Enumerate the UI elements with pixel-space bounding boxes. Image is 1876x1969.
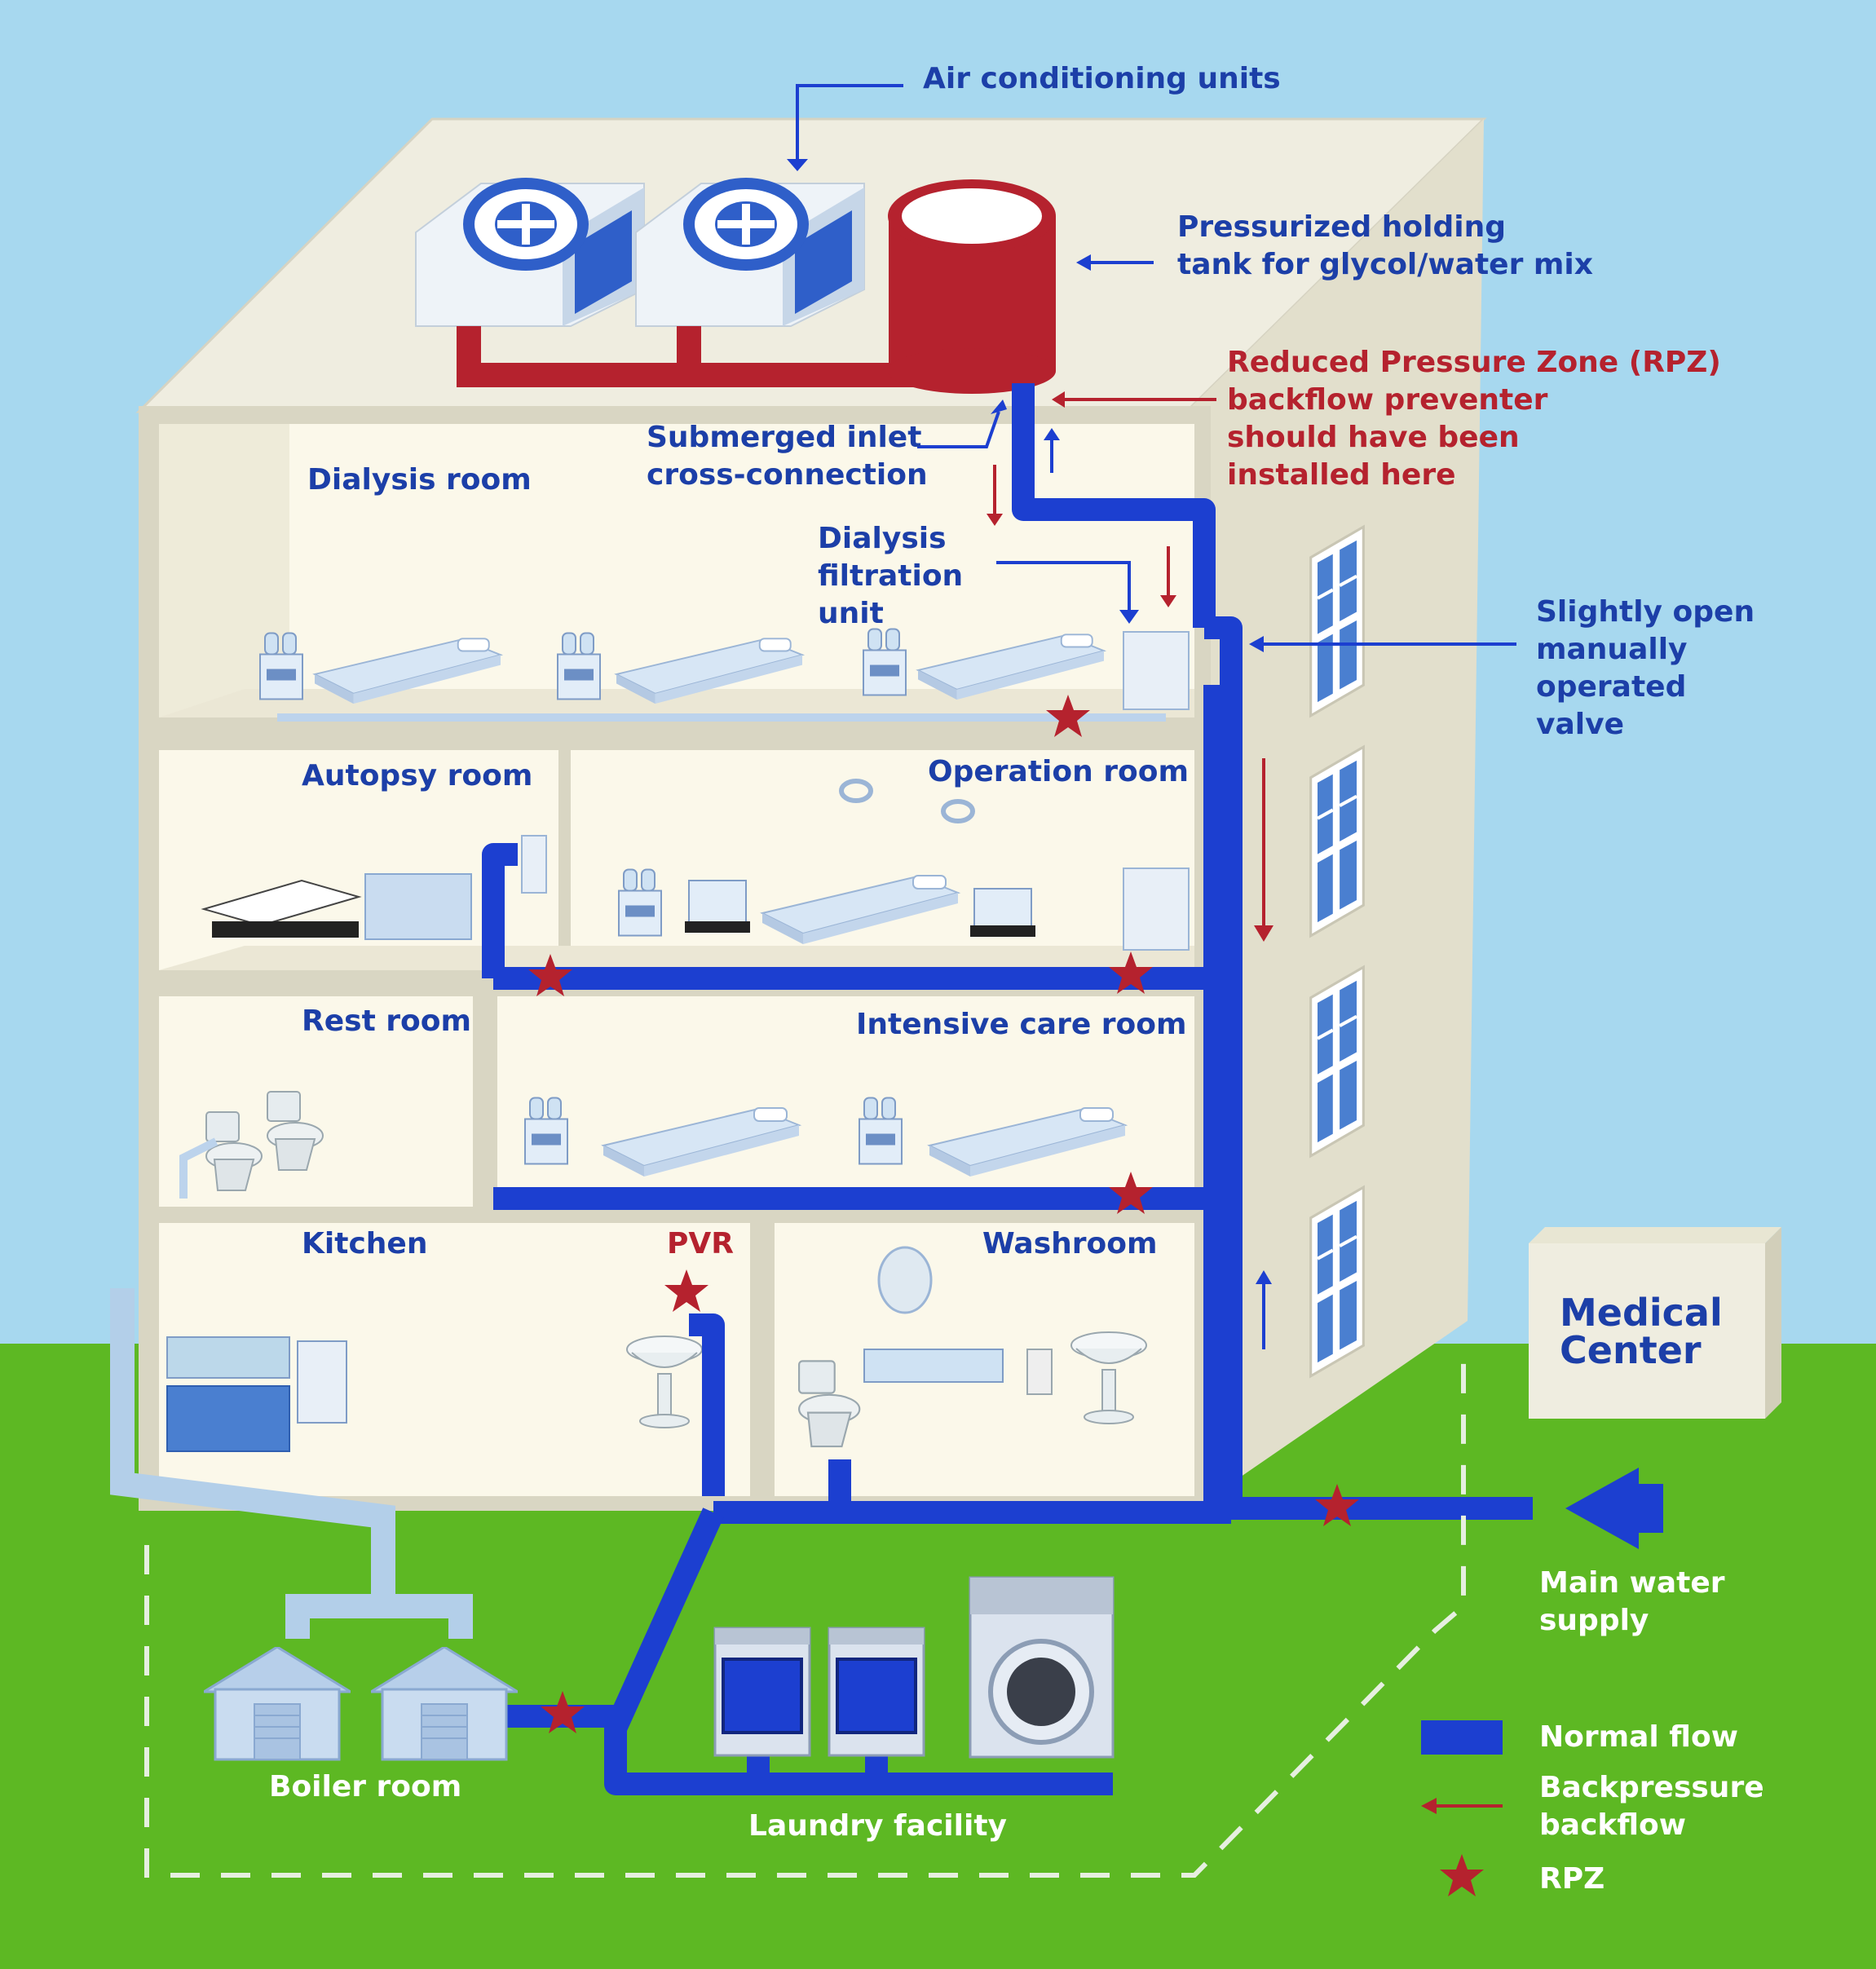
window-icon — [1311, 747, 1364, 936]
glycol-holding-tank — [888, 179, 1056, 394]
normal-flow-pipes — [482, 383, 1533, 1795]
dryer-icon — [713, 1627, 811, 1757]
room-label-operation: Operation room — [928, 755, 1189, 788]
rpz-note-line1: Reduced Pressure Zone (RPZ) — [1227, 346, 1721, 379]
rest-room — [159, 996, 473, 1207]
air-conditioning-units — [415, 178, 865, 327]
room-label-kitchen: Kitchen — [302, 1227, 427, 1260]
boiler-vent-pipe — [110, 1288, 473, 1639]
submerged-label-line2: cross-connection — [647, 458, 928, 492]
legend-backflow-line1: Backpressure — [1539, 1771, 1764, 1804]
autopsy-table — [201, 879, 362, 927]
arrow-icon — [1256, 1270, 1272, 1284]
backflow-arrows — [993, 398, 1265, 929]
room-label-dialysis: Dialysis room — [307, 463, 532, 497]
arrow-icon — [787, 159, 808, 171]
kitchen-cabinets — [166, 1336, 290, 1379]
arrow-icon — [1160, 595, 1176, 607]
room-label-icu: Intensive care room — [856, 1008, 1187, 1041]
tank-label-line2: tank for glycol/water mix — [1177, 248, 1593, 281]
dashed-loop — [144, 1358, 1466, 1878]
boiler-room-label: Boiler room — [269, 1770, 461, 1803]
window-icon — [1311, 527, 1364, 716]
room-label-rest: Rest room — [302, 1004, 471, 1038]
valve-label-line1: Slightly open — [1536, 595, 1755, 629]
rpz-note-line4: installed here — [1227, 458, 1456, 492]
arrow-icon — [1565, 1468, 1663, 1549]
valve-label-line2: manually — [1536, 633, 1688, 666]
washing-machine-icon — [969, 1576, 1115, 1759]
window-icon — [1311, 1187, 1364, 1376]
medical-center-box — [1529, 1243, 1765, 1419]
arrow-icon — [1052, 391, 1065, 408]
rpz-note-line2: backflow preventer — [1227, 383, 1548, 417]
surgical-light-icon — [941, 799, 975, 823]
medical-center-line1: Medical — [1560, 1291, 1723, 1335]
legend-backflow-line2: backflow — [1539, 1808, 1686, 1842]
laundry-label: Laundry facility — [748, 1809, 1007, 1843]
operation-room — [571, 750, 1194, 970]
main-supply-line1: Main water — [1539, 1566, 1725, 1600]
surgical-light-icon — [839, 779, 873, 803]
arrow-icon — [1254, 925, 1273, 942]
arrow-icon — [1076, 254, 1091, 271]
arrow-icon — [1044, 428, 1060, 440]
arrow-icon — [1249, 636, 1264, 652]
tank-label-line1: Pressurized holding — [1177, 210, 1506, 244]
main-supply-line2: supply — [1539, 1604, 1649, 1637]
dialysis-filtration-unit — [1123, 631, 1190, 710]
icu-room — [497, 996, 1194, 1207]
label-leader-lines — [796, 84, 1516, 1349]
pvr-label: PVR — [667, 1227, 734, 1260]
valve-label-line4: valve — [1536, 708, 1624, 741]
filter-label-line1: Dialysis — [818, 522, 947, 555]
arrow-icon — [991, 400, 1007, 414]
arrow-icon — [1119, 610, 1139, 624]
room-label-autopsy: Autopsy room — [302, 759, 532, 792]
room-label-washroom: Washroom — [982, 1227, 1158, 1260]
valve-label-line3: operated — [1536, 670, 1686, 704]
fridge-icon — [297, 1340, 347, 1424]
legend-normal-flow-swatch — [1421, 1720, 1503, 1755]
medical-center-line2: Center — [1560, 1328, 1702, 1372]
arrow-icon — [987, 514, 1003, 526]
ac-units-label: Air conditioning units — [923, 62, 1281, 95]
filter-label-line2: filtration — [818, 559, 963, 593]
filter-label-line3: unit — [818, 597, 884, 630]
dryer-icon — [828, 1627, 925, 1757]
mirror-icon — [877, 1246, 933, 1314]
legend-normal-flow-label: Normal flow — [1539, 1720, 1738, 1754]
window-icon — [1311, 967, 1364, 1156]
legend-rpz-label: RPZ — [1539, 1862, 1605, 1896]
rpz-note-line3: should have been — [1227, 421, 1520, 454]
submerged-label-line1: Submerged inlet — [647, 421, 921, 454]
